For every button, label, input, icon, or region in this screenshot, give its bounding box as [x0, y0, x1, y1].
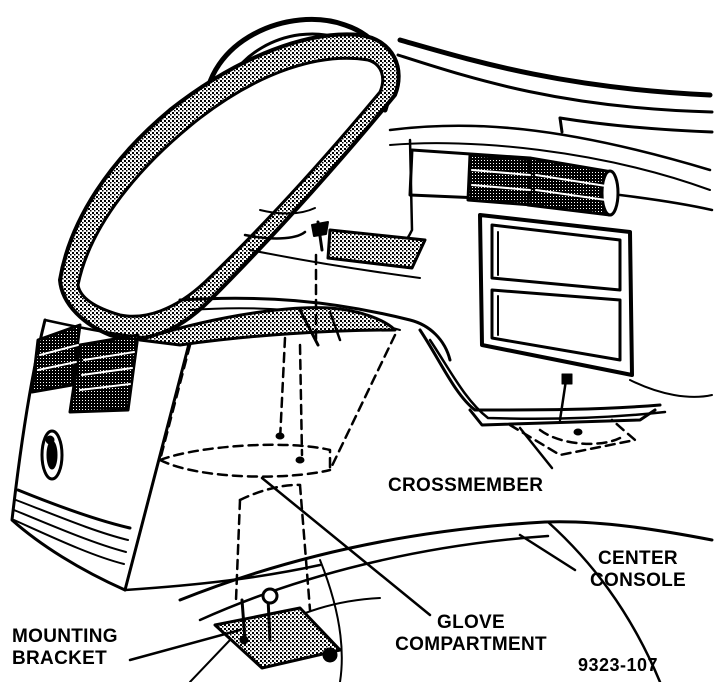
glove-compartment-phantom: [158, 253, 637, 612]
instrument-cluster-hood: [58, 32, 401, 341]
center-stack-bezel: [478, 213, 634, 377]
figure-number: 9323-107: [578, 655, 659, 675]
glove-compartment-label: GLOVE COMPARTMENT: [386, 612, 556, 656]
panel-knob: [40, 429, 64, 481]
center-console-label-line2: CONSOLE: [589, 570, 687, 591]
mounting-bracket-label-line2: BRACKET: [12, 648, 107, 669]
glove-compartment-label-line2: COMPARTMENT: [395, 634, 547, 655]
mounting-bracket-hardware: [213, 587, 342, 670]
crossmember-label: CROSSMEMBER: [388, 475, 544, 496]
center-air-vents: [408, 148, 620, 217]
center-console-label: CENTER CONSOLE: [578, 548, 698, 592]
dash-lower-edge: [178, 138, 713, 420]
left-trim-panel: [10, 318, 322, 592]
mounting-bracket-label-line1: MOUNTING: [12, 626, 118, 647]
glove-box-opening: [138, 306, 397, 347]
fastener-marks: [275, 428, 583, 464]
upper-screw: [311, 220, 329, 252]
center-console-lines: [178, 520, 714, 682]
glove-compartment-label-line1: GLOVE: [436, 612, 505, 633]
center-console-label-line1: CENTER: [598, 548, 678, 569]
mounting-bracket-label: MOUNTING BRACKET: [12, 626, 118, 670]
leader-lines: [128, 426, 577, 662]
left-air-vents: [30, 323, 140, 414]
instrument-panel-top: [388, 37, 714, 212]
crossmember-bracket: [468, 373, 657, 427]
